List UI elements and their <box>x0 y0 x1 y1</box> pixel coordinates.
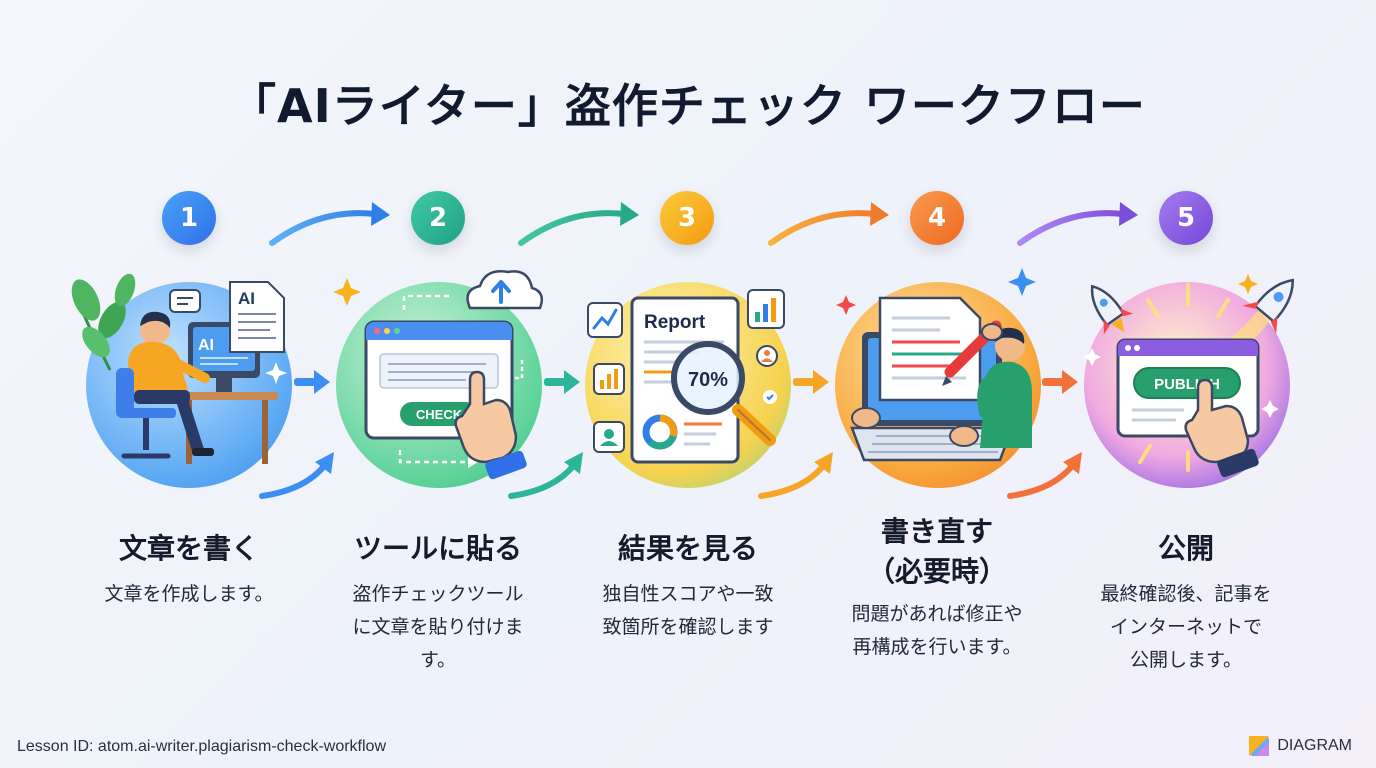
step-3-badge: 3 <box>660 191 714 245</box>
diagram-logo-icon <box>1249 736 1270 756</box>
writer-at-desk-icon: AI AI <box>71 273 287 464</box>
step-5-desc-line: インターネットで <box>1109 616 1262 638</box>
step-2-description: 盗作チェックツール に文章を貼り付けま す。 <box>323 578 553 677</box>
publish-rocket-icon: PUBLISH <box>1083 274 1294 478</box>
step-3-title: 結果を見る <box>617 532 758 565</box>
brand-name: DIAGRAM <box>1277 737 1352 754</box>
step-1-badge: 1 <box>162 191 216 245</box>
step-2-desc-line: 盗作チェックツール <box>352 583 524 605</box>
step-4-badge: 4 <box>910 191 964 245</box>
step-3-description: 独自性スコアや一致 致箇所を確認します <box>573 578 803 644</box>
step-1-desc-line: 文章を作成します。 <box>104 583 274 605</box>
browser-check-cloud-icon: CHECK <box>333 270 543 480</box>
step-1-title: 文章を書く <box>118 532 259 565</box>
step-4-title-note: （必要時） <box>866 555 1007 588</box>
step-3-desc-line: 致箇所を確認します <box>602 616 774 638</box>
step-3-desc-line: 独自性スコアや一致 <box>602 583 774 605</box>
step-2-desc-line: に文章を貼り付けま <box>352 616 524 638</box>
report-magnifier-icon: Report 70% <box>587 289 785 464</box>
step-5-title: 公開 <box>1157 532 1214 565</box>
step-2-desc-line: す。 <box>419 649 457 671</box>
step-2-title: ツールに貼る <box>353 532 522 565</box>
step-4-desc-line: 再構成を行います。 <box>852 636 1022 658</box>
page-title: 「AIライター」盗作チェック ワークフロー <box>230 79 1146 133</box>
step-1-doc-label: AI <box>238 289 255 308</box>
step-4-title: 書き直す <box>880 515 993 548</box>
lesson-id: Lesson ID: atom.ai-writer.plagiarism-che… <box>17 738 386 755</box>
brand: DIAGRAM <box>1249 736 1352 756</box>
step-5-desc-line: 最終確認後、記事を <box>1100 583 1272 605</box>
step-5-description: 最終確認後、記事を インターネットで 公開します。 <box>1071 578 1301 677</box>
step-4-description: 問題があれば修正や 再構成を行います。 <box>822 598 1052 664</box>
editing-document-icon <box>836 268 1036 462</box>
step-5-badge: 5 <box>1159 191 1213 245</box>
report-title: Report <box>644 312 706 333</box>
top-arrows <box>269 202 1138 246</box>
step-1-screen-label: AI <box>198 337 214 354</box>
bottom-arrows <box>259 452 1082 499</box>
step-2-badge: 2 <box>411 191 465 245</box>
step-5-desc-line: 公開します。 <box>1129 649 1243 671</box>
step-4-desc-line: 問題があれば修正や <box>851 603 1023 625</box>
middle-arrows <box>294 370 1078 394</box>
step-1-description: 文章を作成します。 <box>74 578 304 611</box>
check-button-label: CHECK <box>416 407 463 422</box>
originality-score: 70% <box>688 369 728 391</box>
